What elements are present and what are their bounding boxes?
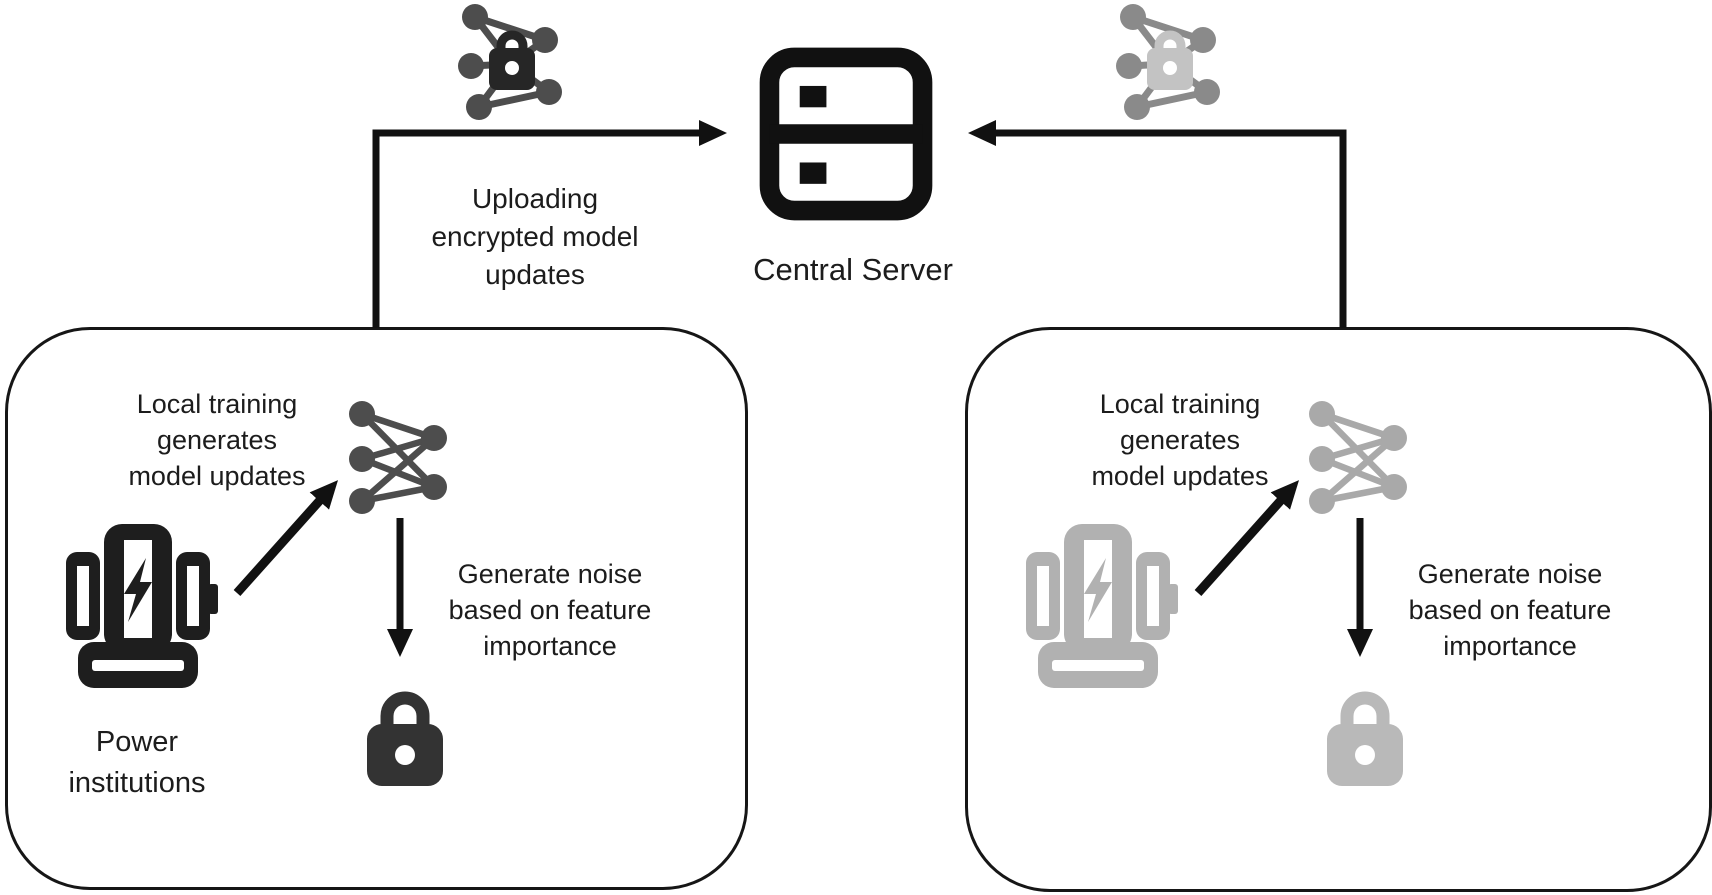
local-training-line1: Local training	[1099, 389, 1261, 419]
local-training-line1: Local training	[136, 389, 298, 419]
generate-noise-line3: importance	[483, 631, 617, 661]
local-training-line2: generates	[156, 425, 278, 455]
padlock-icon	[360, 678, 450, 791]
server-rack-icon	[757, 45, 935, 223]
padlock-icon	[1320, 678, 1410, 791]
power-generator-icon	[1018, 522, 1178, 690]
power-institutions-line2: institutions	[68, 767, 206, 799]
neural-network-icon	[348, 400, 448, 515]
power-generator-icon	[58, 522, 218, 690]
generate-noise-label: Generate noise based on feature importan…	[425, 556, 675, 664]
local-training-label: Local training generates model updates	[1050, 386, 1310, 494]
network-graph-lock-icon	[1113, 2, 1225, 120]
upload-label: Uploading encrypted model updates	[385, 180, 685, 294]
upload-label-line2: encrypted model	[431, 221, 639, 252]
neural-network-icon	[1308, 400, 1408, 515]
upload-label-line3: updates	[485, 259, 585, 290]
upload-arrow-right	[968, 120, 1347, 328]
generate-noise-line1: Generate noise	[457, 559, 643, 589]
generate-noise-line3: importance	[1443, 631, 1577, 661]
generate-noise-label: Generate noise based on feature importan…	[1385, 556, 1635, 664]
power-institutions-line1: Power	[95, 726, 179, 758]
generate-noise-line1: Generate noise	[1417, 559, 1603, 589]
generate-noise-line2: based on feature	[1408, 595, 1612, 625]
generate-noise-line2: based on feature	[448, 595, 652, 625]
network-graph-lock-icon	[455, 2, 567, 120]
local-training-line3: model updates	[1091, 461, 1269, 491]
local-training-line2: generates	[1119, 425, 1241, 455]
local-training-label: Local training generates model updates	[87, 386, 347, 494]
power-institutions-label: Power institutions	[27, 722, 247, 804]
central-server-label: Central Server	[753, 252, 953, 287]
upload-label-line1: Uploading	[471, 183, 599, 214]
local-training-line3: model updates	[128, 461, 306, 491]
